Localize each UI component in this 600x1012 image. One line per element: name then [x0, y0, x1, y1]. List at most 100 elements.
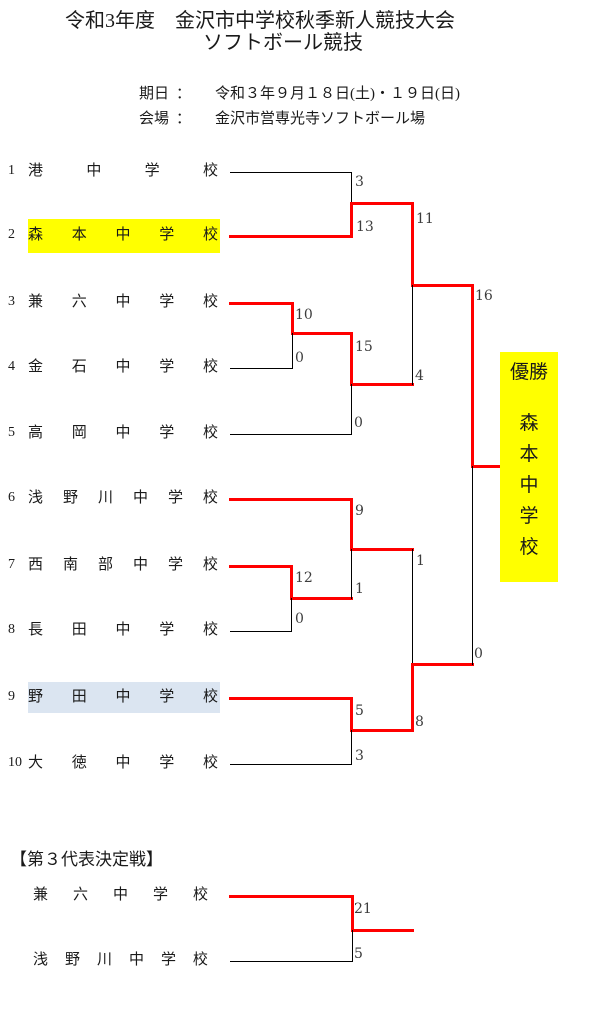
team-name-char: 学 — [144, 163, 160, 179]
team-name-char: 兼 — [28, 294, 44, 310]
score-label: 5 — [354, 946, 363, 962]
bracket-line — [412, 285, 413, 385]
team-name: 港中学校 — [28, 161, 218, 181]
winner-path-line — [351, 895, 354, 932]
bracket-line — [291, 598, 292, 632]
team-seed: 1 — [8, 163, 15, 178]
team-name-char: 西 — [28, 557, 44, 573]
bracket-line — [351, 730, 352, 765]
team-name-char: 校 — [202, 294, 218, 310]
team-name-char: 野 — [64, 952, 80, 968]
team-seed: 4 — [8, 359, 15, 374]
winner-path-line — [411, 663, 414, 732]
team-name-char: 校 — [202, 557, 218, 573]
team-name-char: 徳 — [71, 755, 87, 771]
team-name-char: 校 — [202, 622, 218, 638]
team-name-char: 校 — [192, 952, 208, 968]
bracket-line — [472, 466, 473, 665]
team-name-char: 本 — [71, 227, 87, 243]
team-name-char: 校 — [202, 227, 218, 243]
team-seed: 2 — [8, 227, 15, 242]
team-name-char: 野 — [28, 689, 44, 705]
date-label: 期日 — [139, 86, 170, 102]
team-seed: 5 — [8, 425, 15, 440]
winner-path-line — [350, 548, 414, 551]
score-label: 0 — [354, 415, 363, 431]
team-name-char: 南 — [62, 557, 78, 573]
team-name-char: 森 — [28, 227, 44, 243]
team-name-char: 校 — [202, 490, 218, 506]
page-title: 令和3年度 金沢市中学校秋季新人競技大会 — [65, 10, 455, 32]
winner-path-line — [411, 202, 414, 287]
team-name: 大徳中学校 — [28, 753, 218, 773]
bracket-line — [352, 930, 353, 962]
winner-path-line — [350, 202, 353, 238]
score-label: 0 — [295, 350, 304, 366]
winner-path-line — [411, 284, 474, 287]
winner-path-line — [290, 597, 353, 600]
score-label: 9 — [355, 503, 364, 519]
team-name-char: 校 — [202, 425, 218, 441]
team-name: 野田中学校 — [28, 687, 218, 707]
team-name-char: 学 — [152, 887, 168, 903]
score-label: 13 — [356, 219, 374, 235]
team-name: 長田中学校 — [28, 620, 218, 640]
team-name-char: 高 — [28, 425, 44, 441]
team-highlight — [28, 682, 220, 713]
bracket-line — [230, 434, 352, 435]
winner-path-line — [229, 697, 353, 700]
score-label: 3 — [355, 174, 364, 190]
bracket-line — [351, 549, 352, 599]
team-name-char: 田 — [71, 622, 87, 638]
champion-team-highlight — [28, 219, 220, 253]
bracket-line — [351, 384, 352, 435]
team-name: 森本中学校 — [28, 225, 218, 245]
score-label: 16 — [475, 288, 493, 304]
team-name-char: 学 — [159, 425, 175, 441]
winner-path-line — [291, 332, 353, 335]
playoff-team-name: 浅野川中学校 — [33, 950, 208, 970]
score-label: 8 — [415, 714, 424, 730]
score-label: 21 — [354, 901, 372, 917]
bracket-line — [230, 961, 353, 962]
champion-team-char: 中 — [519, 475, 539, 496]
team-name-char: 学 — [159, 622, 175, 638]
score-label: 3 — [355, 748, 364, 764]
team-name-char: 川 — [97, 490, 113, 506]
champion-team-char: 本 — [519, 444, 539, 465]
champion-box: 優勝 森本中学校 — [500, 352, 558, 582]
score-label: 15 — [355, 339, 373, 355]
team-name-char: 学 — [167, 490, 183, 506]
team-name-char: 中 — [115, 425, 131, 441]
bracket-line — [351, 172, 352, 204]
team-name-char: 中 — [115, 294, 131, 310]
winner-path-line — [291, 302, 294, 335]
team-name-char: 石 — [71, 359, 87, 375]
champion-label: 優勝 — [509, 362, 548, 383]
winner-path-line — [229, 302, 294, 305]
team-name-char: 金 — [28, 359, 44, 375]
team-name-char: 長 — [28, 622, 44, 638]
bracket-line — [412, 549, 413, 665]
team-name-char: 田 — [71, 689, 87, 705]
team-name-char: 学 — [167, 557, 183, 573]
bracket-line — [292, 333, 293, 369]
team-name-char: 学 — [159, 227, 175, 243]
team-name-char: 部 — [97, 557, 113, 573]
team-name-char: 中 — [115, 689, 131, 705]
bracket-line — [230, 631, 292, 632]
team-name-char: 校 — [192, 887, 208, 903]
team-name-char: 中 — [115, 359, 131, 375]
score-label: 1 — [416, 553, 425, 569]
winner-path-line — [290, 565, 293, 600]
team-seed: 3 — [8, 294, 15, 309]
winner-path-line — [350, 383, 414, 386]
winner-path-line — [229, 498, 353, 501]
team-name-char: 港 — [28, 163, 44, 179]
winner-path-line — [229, 895, 354, 898]
bracket-line — [230, 172, 352, 173]
score-label: 0 — [295, 611, 304, 627]
team-name: 兼六中学校 — [28, 292, 218, 312]
winner-path-line — [411, 663, 474, 666]
